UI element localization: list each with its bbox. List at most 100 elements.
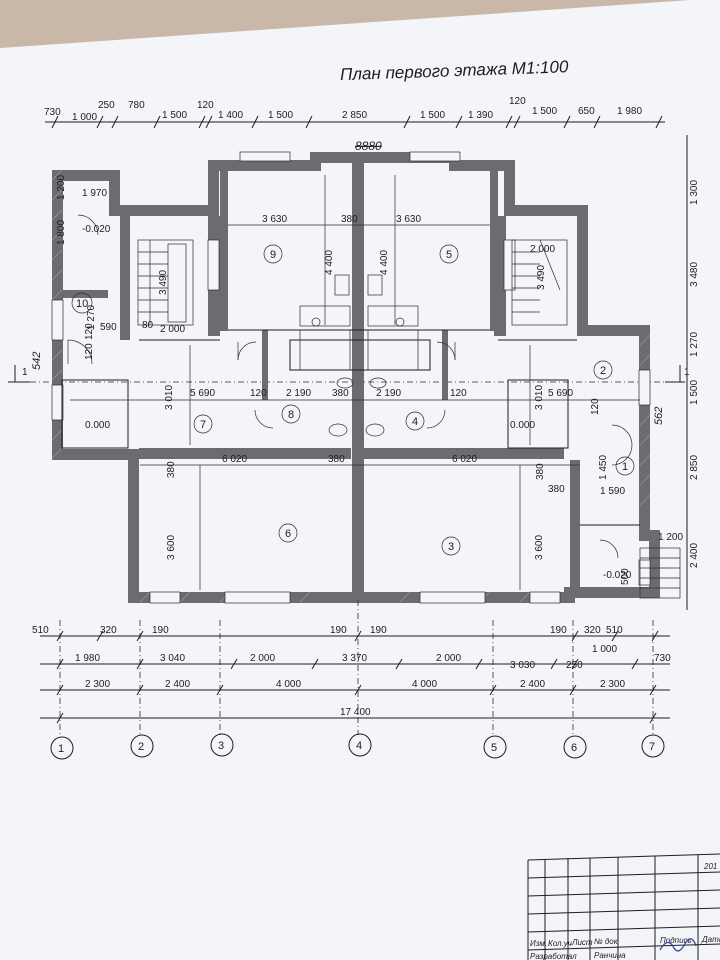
axis-6: 6 bbox=[571, 742, 577, 754]
door-swings bbox=[67, 214, 633, 559]
room-10: 10 bbox=[76, 298, 88, 310]
staircase-right bbox=[511, 239, 568, 326]
dim-1200-b: 1 200 bbox=[658, 532, 683, 543]
top-dim-120a: 120 bbox=[197, 100, 214, 111]
level-right-entry: -0.020 bbox=[603, 570, 632, 581]
bot2-dim-1980: 1 980 bbox=[75, 653, 100, 664]
bot2-dim-3040: 3 040 bbox=[160, 653, 185, 664]
window-openings bbox=[51, 151, 651, 604]
bot3-dim-2300a: 2 300 bbox=[85, 679, 110, 690]
dim-500: 500 bbox=[620, 568, 631, 585]
bot2-dim-2000b: 2 000 bbox=[436, 653, 461, 664]
bot-dim-510b: 510 bbox=[606, 625, 623, 636]
dim-4400-b: 4 400 bbox=[379, 250, 390, 275]
dim-3010-b: 3 010 bbox=[534, 385, 545, 410]
dim-120-e: 120 bbox=[84, 323, 95, 340]
dim-80: 80 bbox=[142, 320, 154, 331]
stamp-podpis: Подпись bbox=[660, 936, 692, 945]
dim-5690-a: 5 690 bbox=[190, 388, 215, 399]
top-dimension-ticks bbox=[51, 115, 663, 129]
dim-3630-a: 3 630 bbox=[262, 214, 287, 225]
bot2-dim-2000a: 2 000 bbox=[250, 653, 275, 664]
right-porch bbox=[639, 547, 681, 599]
axis-1: 1 bbox=[58, 743, 64, 755]
section-mark-right: 1 bbox=[665, 365, 690, 383]
partition-lines bbox=[61, 329, 640, 526]
dim-1200: 1 200 bbox=[56, 175, 67, 200]
bot-dim-total: 17 400 bbox=[340, 707, 371, 718]
right-dim-2400: 2 400 bbox=[689, 543, 700, 568]
room-1: 1 bbox=[622, 461, 628, 473]
axis-lines bbox=[59, 600, 654, 735]
bot-dim-190d: 190 bbox=[550, 625, 567, 636]
dim-2000-a: 2 000 bbox=[160, 324, 185, 335]
room-number-circles bbox=[71, 244, 635, 556]
room-2: 2 bbox=[600, 365, 606, 377]
dim-380-f: 380 bbox=[535, 463, 546, 480]
dim-380-a: 380 bbox=[341, 214, 358, 225]
level-right-floor: 0.000 bbox=[510, 420, 535, 431]
right-dim-1270: 1 270 bbox=[689, 332, 700, 357]
dim-1450: 1 450 bbox=[598, 455, 609, 480]
room-9: 9 bbox=[270, 249, 276, 261]
axis-markers: 1 2 3 4 5 6 7 bbox=[50, 733, 665, 760]
bottom-dimension-ticks bbox=[56, 630, 659, 724]
handwritten-top: 8880 bbox=[355, 139, 382, 153]
axis-7: 7 bbox=[649, 741, 655, 753]
dim-120-c: 120 bbox=[450, 388, 467, 399]
bot-dim-190a: 190 bbox=[152, 625, 169, 636]
bot-dim-190c: 190 bbox=[370, 625, 387, 636]
top-dim-250: 250 bbox=[98, 100, 115, 111]
bot3-dim-4000b: 4 000 bbox=[412, 679, 437, 690]
bot-dim-510: 510 bbox=[32, 625, 49, 636]
bot2-dim-3370: 3 370 bbox=[342, 653, 367, 664]
signature-scribble bbox=[659, 938, 697, 952]
axis-2: 2 bbox=[138, 741, 144, 753]
dim-3010-a: 3 010 bbox=[164, 385, 175, 410]
dim-380-e: 380 bbox=[548, 484, 565, 495]
dim-380-d: 380 bbox=[328, 454, 345, 465]
dim-590: 590 bbox=[100, 322, 117, 333]
right-dim-3480: 3 480 bbox=[689, 262, 700, 287]
stamp-name: Ранчина bbox=[594, 951, 626, 960]
bot2-dim-730: 730 bbox=[654, 653, 671, 664]
bot-dim-190b: 190 bbox=[330, 625, 347, 636]
bot3-dim-2400b: 2 400 bbox=[520, 679, 545, 690]
top-dim-1980: 1 980 bbox=[617, 106, 642, 117]
dim-3600-b: 3 600 bbox=[534, 535, 545, 560]
bot3-dim-4000a: 4 000 bbox=[276, 679, 301, 690]
dim-120-a: 120 bbox=[84, 343, 95, 360]
level-left-entry: -0.020 bbox=[82, 224, 111, 235]
top-dim-1000: 1 000 bbox=[72, 112, 97, 123]
bottom-dimension-lines bbox=[40, 635, 670, 719]
dim-3490-b: 3 490 bbox=[536, 265, 547, 290]
top-dim-120b: 120 bbox=[509, 96, 526, 107]
axis-3: 3 bbox=[218, 740, 224, 752]
bot3-dim-2400a: 2 400 bbox=[165, 679, 190, 690]
dim-2190-b: 2 190 bbox=[376, 388, 401, 399]
axis-5: 5 bbox=[491, 742, 497, 754]
interior-dim-lines bbox=[70, 175, 640, 590]
top-dim-1500d: 1 500 bbox=[532, 106, 557, 117]
room-8: 8 bbox=[288, 409, 294, 421]
dim-2000-b: 2 000 bbox=[530, 244, 555, 255]
stamp-kol-uch: Кол.уч bbox=[548, 939, 572, 948]
stamp-doc: № док bbox=[594, 937, 619, 946]
dim-1800: 1 800 bbox=[56, 220, 67, 245]
axis-4: 4 bbox=[356, 740, 362, 752]
top-dim-1400: 1 400 bbox=[218, 110, 243, 121]
bot2-dim-3030: 3 030 bbox=[510, 660, 535, 671]
room-6: 6 bbox=[285, 528, 291, 540]
top-dim-1500c: 1 500 bbox=[420, 110, 445, 121]
top-dim-1500a: 1 500 bbox=[162, 110, 187, 121]
top-dim-1500b: 1 500 bbox=[268, 110, 293, 121]
right-dim-2850: 2 850 bbox=[689, 455, 700, 480]
bot2-dim-1000: 1 000 bbox=[592, 644, 617, 655]
stamp-list: Лист bbox=[571, 938, 593, 947]
room-4: 4 bbox=[412, 416, 418, 428]
bot-dim-320a: 320 bbox=[100, 625, 117, 636]
title-block: Изм. Кол.уч Лист № док Подпись Дата Разр… bbox=[527, 853, 720, 960]
stamp-year: 201 bbox=[703, 862, 717, 871]
dim-3630-b: 3 630 bbox=[396, 214, 421, 225]
